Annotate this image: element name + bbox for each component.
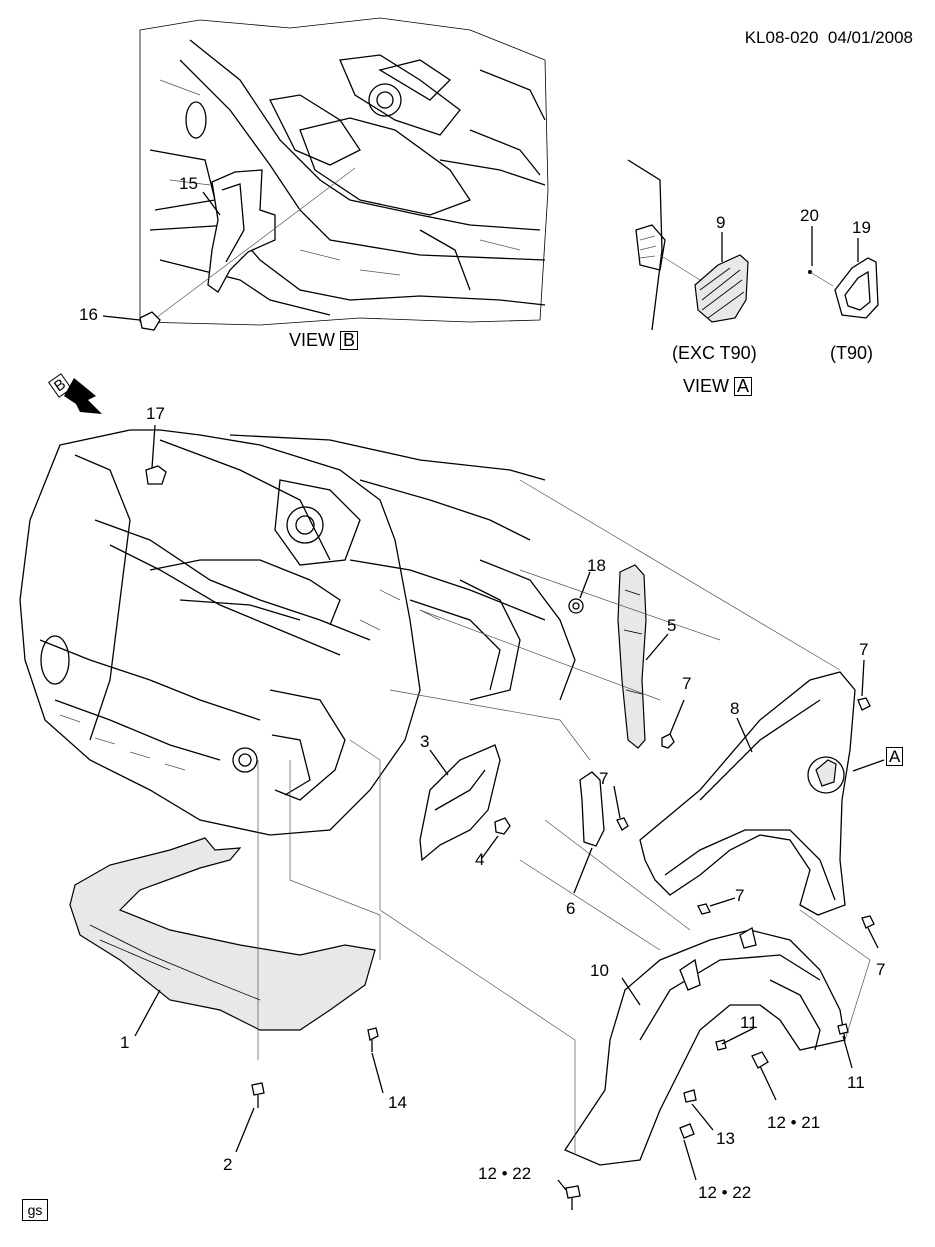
callout-18: 18	[587, 556, 606, 575]
callout-4: 4	[475, 850, 485, 869]
view-a-letter: A	[734, 377, 753, 396]
view-b-prefix: VIEW	[289, 330, 336, 350]
callout-10: 10	[590, 961, 609, 980]
callout-7-a: 7	[859, 640, 869, 659]
view-a-variant-right: (T90)	[830, 343, 874, 363]
drawing-code: KL08-020	[744, 28, 819, 47]
callout-5: 5	[667, 616, 677, 635]
view-a-prefix: VIEW	[683, 376, 730, 396]
view-b-letter: B	[340, 331, 359, 350]
callout-7-e: 7	[876, 960, 886, 979]
callout-3: 3	[420, 732, 430, 751]
view-a-marker: A	[886, 747, 904, 766]
callout-7-c: 7	[599, 769, 609, 788]
view-b-illustration	[139, 17, 549, 331]
view-a-marker-letter: A	[886, 747, 904, 766]
callout-2: 2	[223, 1155, 233, 1174]
callout-20: 20	[800, 206, 819, 225]
callout-12-22-a: 12 • 22	[478, 1164, 532, 1183]
drawing-reference: KL08-020 04/01/2008	[745, 28, 913, 48]
callout-leaders	[102, 191, 885, 1191]
callout-1: 1	[120, 1033, 130, 1052]
callout-19: 19	[852, 218, 871, 237]
drawing-date: 04/01/2008	[827, 28, 913, 47]
callout-7-b: 7	[682, 674, 692, 693]
callout-16: 16	[79, 305, 98, 324]
callout-14: 14	[388, 1093, 407, 1112]
callout-12-21: 12 • 21	[767, 1113, 821, 1132]
callout-6: 6	[566, 899, 576, 918]
callout-15: 15	[179, 174, 198, 193]
view-a-variant-left: (EXC T90)	[672, 343, 757, 363]
callout-13: 13	[716, 1129, 735, 1148]
arrow-icon	[64, 378, 102, 414]
callout-9: 9	[716, 213, 726, 232]
gs-badge: gs	[22, 1199, 48, 1221]
callout-11-a: 11	[740, 1013, 758, 1032]
callout-8: 8	[730, 699, 740, 718]
callout-7-d: 7	[735, 886, 745, 905]
fastener-icon	[251, 697, 875, 1210]
callout-12-22-b: 12 • 22	[698, 1183, 752, 1202]
view-a-illustration	[627, 159, 879, 331]
callout-11-b: 11	[847, 1073, 865, 1092]
main-assembly-illustration	[19, 429, 871, 1166]
callout-17: 17	[146, 404, 165, 423]
